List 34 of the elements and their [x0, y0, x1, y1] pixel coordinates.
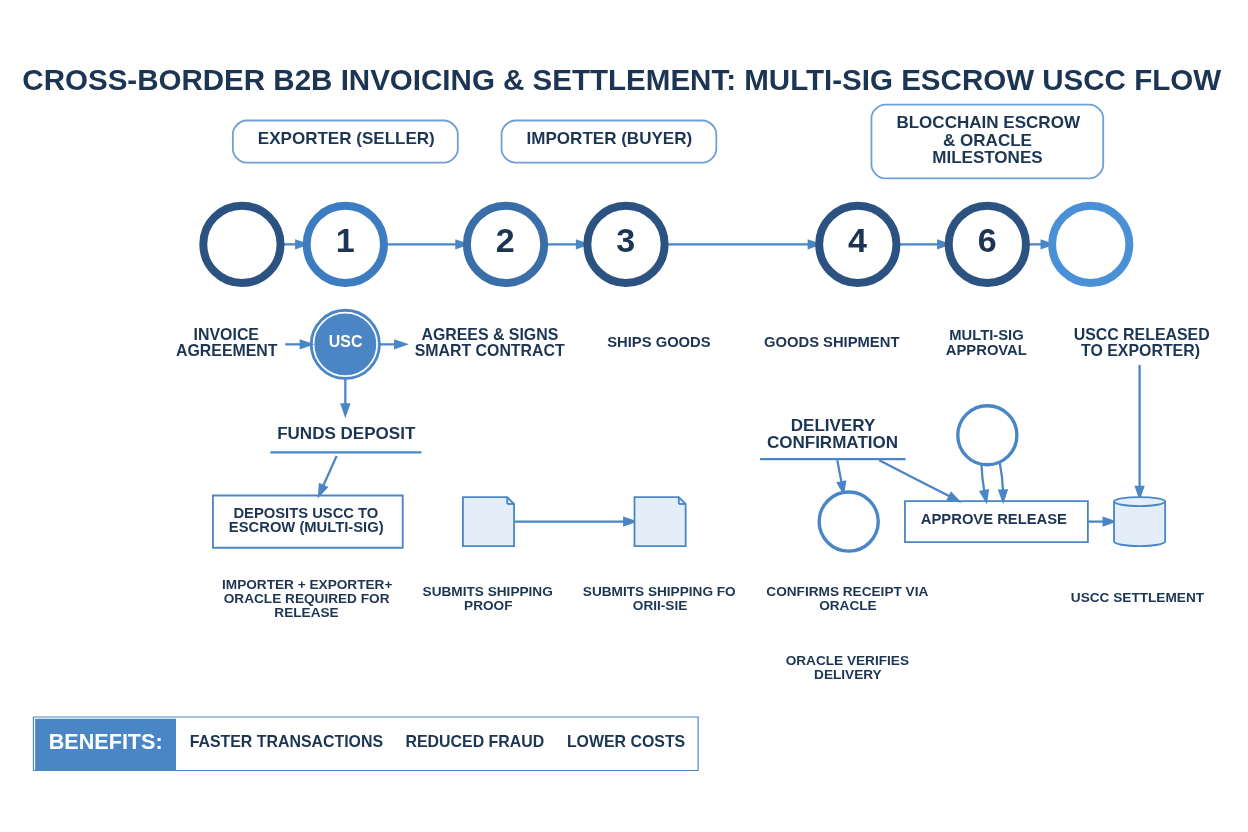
label: GOODS SHIPMENT — [764, 333, 900, 350]
node-circle — [199, 201, 285, 287]
node-circle: USC — [309, 308, 381, 380]
arrow — [340, 378, 351, 418]
node-label: CONFIRMS RECEIPT VIA ORACLE — [766, 583, 929, 613]
node-box: BLOCCHAIN ESCROW & ORACLE MILESTONES — [870, 103, 1105, 179]
node-circle — [817, 489, 880, 553]
node-circle: 3 — [583, 201, 669, 287]
node-label: ORACLE VERIFIES DELIVERY — [785, 652, 910, 682]
node-circle: 4 — [815, 201, 901, 287]
node-box: EXPORTER (SELLER) — [231, 119, 459, 163]
arrow — [997, 461, 1009, 504]
node-box: DEPOSITS USCC TO ESCROW (MULTI-SIG) — [212, 494, 404, 549]
label: MULTI-SIG APPROVAL — [945, 326, 1027, 358]
label: SHIPS GOODS — [607, 333, 711, 350]
node-text: AGREES & SIGNS SMART CONTRACT — [414, 325, 565, 359]
node-box: IMPORTER (BUYER) — [500, 119, 718, 163]
node-label: USCC SETTLEMENT — [1070, 589, 1205, 605]
node-text: DELIVERY CONFIRMATION — [766, 415, 899, 452]
node-circle — [1048, 201, 1134, 287]
node-text: FUNDS DEPOSIT — [277, 423, 416, 443]
node-circle: 1 — [302, 201, 388, 287]
node-circle: 6 — [944, 201, 1030, 287]
node-circle — [956, 403, 1019, 466]
node-circle: 2 — [462, 201, 549, 287]
node-label: SUBMITS SHIPPING FO ORII-SIE — [582, 583, 736, 613]
node-label: IMPORTER + EXPORTER+ ORACLE REQUIRED FOR RELEASE — [222, 576, 393, 620]
arrow — [978, 463, 990, 504]
node-box: APPROVE RELEASE — [904, 499, 1089, 543]
node-label: SUBMITS SHIPPING PROOF — [422, 583, 553, 613]
diagram-title: CROSS-BORDER B2B INVOICING & SETTLEMENT: MULTI-SIG ESCROW USCC FLOW — [22, 62, 1222, 96]
node-text: INVOICE AGREEMENT — [176, 325, 278, 359]
arrow — [317, 454, 338, 498]
node-text: USCC RELEASED TO EXPORTER) — [1073, 325, 1210, 359]
